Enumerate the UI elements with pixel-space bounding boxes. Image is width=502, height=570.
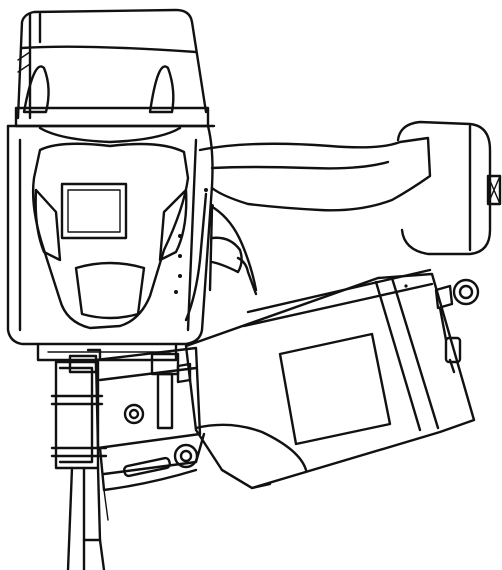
top-cap	[14, 8, 210, 128]
trigger-area	[174, 188, 258, 322]
nose-mechanism	[94, 346, 206, 492]
drive-guide	[50, 348, 109, 570]
body-housing	[6, 124, 214, 362]
cap-flange	[6, 124, 216, 144]
handle	[198, 120, 502, 256]
magazine	[184, 268, 480, 490]
